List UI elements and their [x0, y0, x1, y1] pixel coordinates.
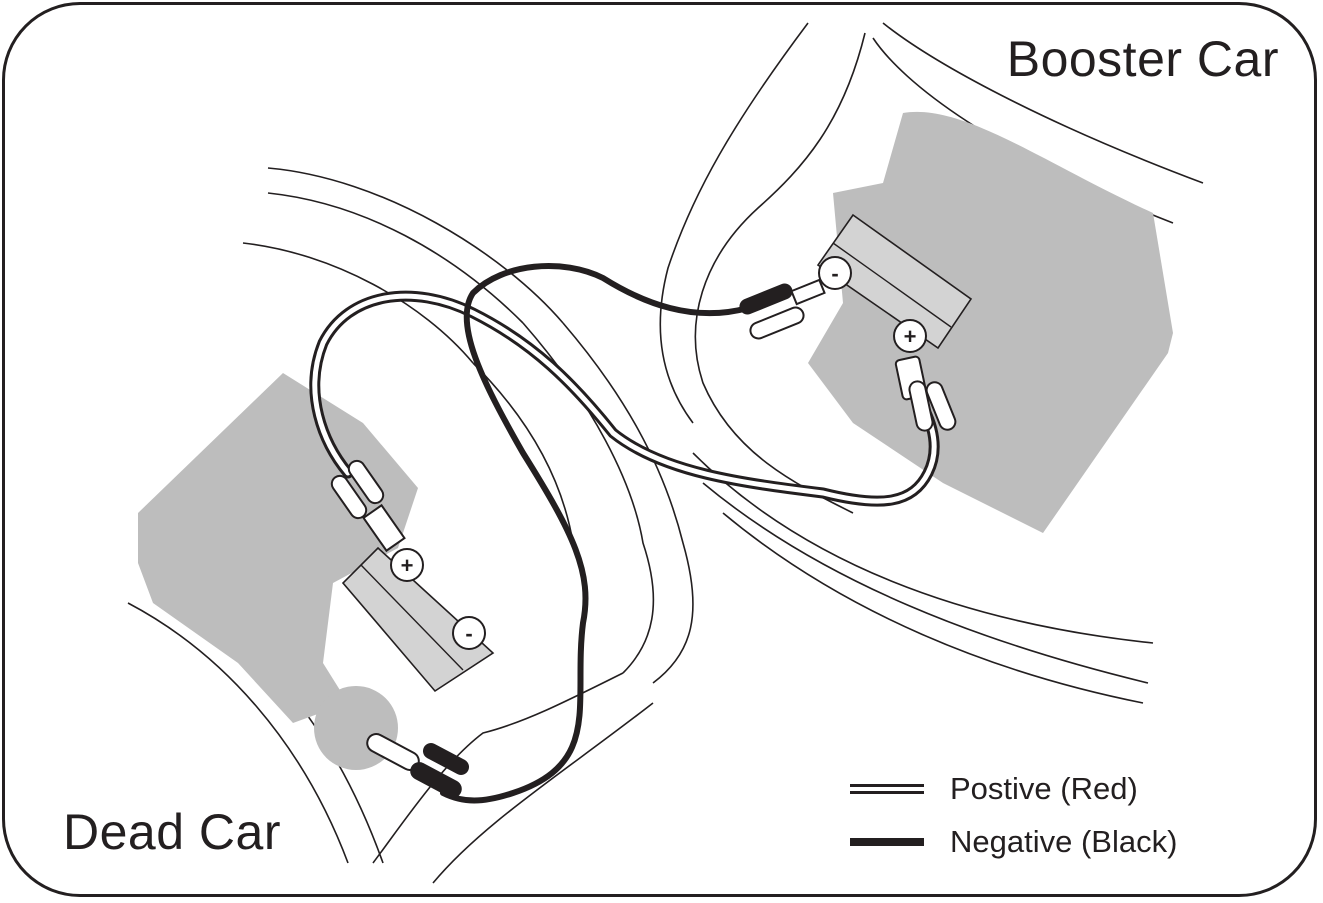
dead-hood-edge — [432, 702, 654, 884]
booster-negative-clamp — [739, 278, 826, 340]
booster-hood-edge — [882, 22, 1204, 184]
svg-text:-: - — [831, 261, 838, 286]
dead-negative-terminal: - — [452, 616, 486, 650]
booster-fender-line — [694, 32, 866, 514]
dead-hood-edge — [267, 192, 524, 324]
jump-start-scene: - + + - — [127, 22, 1204, 884]
booster-negative-terminal: - — [818, 256, 852, 290]
dead-negative-clamp — [366, 733, 470, 798]
booster-positive-clamp — [894, 355, 957, 432]
booster-positive-terminal: + — [893, 319, 927, 353]
dead-fender-line — [372, 672, 624, 864]
svg-text:+: + — [401, 553, 414, 578]
dead-positive-terminal: + — [390, 548, 424, 582]
dead-positive-clamp — [330, 459, 406, 553]
dead-fender-line — [522, 322, 655, 674]
legend-positive: Postive (Red) — [850, 771, 1138, 807]
dead-car-label: Dead Car — [63, 804, 281, 860]
svg-text:+: + — [904, 324, 917, 349]
dead-hood-edge — [267, 167, 564, 324]
booster-hood-edge — [722, 512, 1144, 704]
legend-negative: Negative (Black) — [850, 824, 1177, 860]
negative-cable — [440, 263, 751, 804]
dead-battery — [341, 546, 495, 693]
dead-hood-edge — [242, 242, 474, 364]
dead-fender-line — [562, 322, 694, 684]
dead-engine-block — [138, 373, 418, 723]
dead-fender-line — [472, 362, 574, 544]
negative-line-swatch — [850, 838, 924, 846]
svg-text:-: - — [465, 621, 472, 646]
dead-hood-edge — [127, 602, 349, 864]
booster-battery — [816, 213, 973, 350]
booster-hood-edge — [702, 482, 1149, 684]
booster-engine-block — [808, 111, 1173, 534]
positive-line-swatch — [850, 784, 924, 794]
legend-positive-label: Postive (Red) — [950, 771, 1138, 806]
booster-car-label: Booster Car — [1006, 31, 1279, 87]
legend-negative-label: Negative (Black) — [950, 824, 1178, 859]
booster-fender-line — [659, 22, 809, 424]
booster-hood-edge — [692, 452, 1154, 644]
